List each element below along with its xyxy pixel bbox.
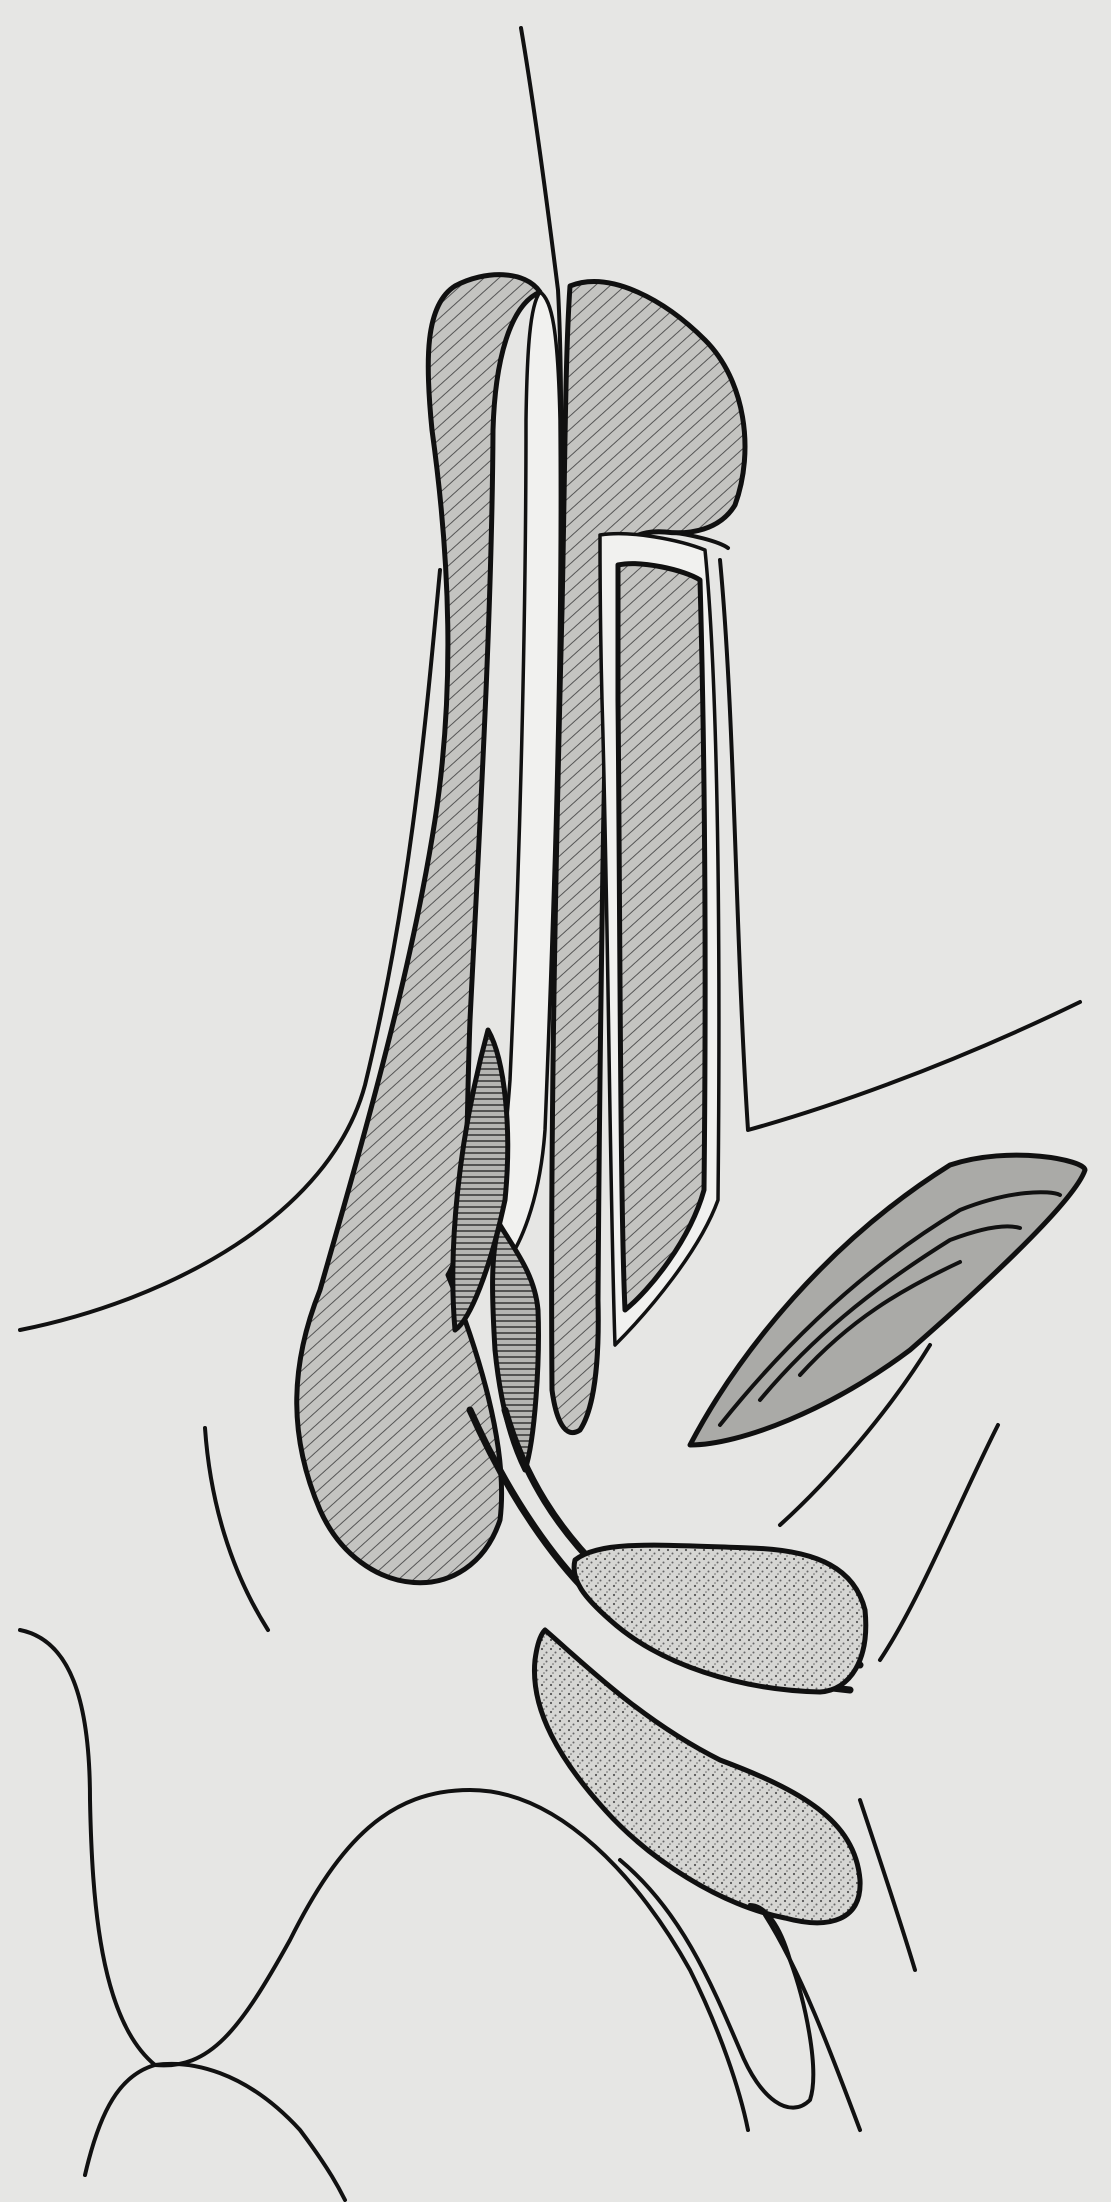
upper-stippled-gland: [574, 1545, 866, 1692]
bottom-right-contour: [155, 2064, 345, 2200]
right-shaft-core: [618, 564, 705, 1310]
left-lower-curve: [205, 1428, 268, 1630]
right-body-contour: [720, 560, 1080, 1130]
far-right-line: [860, 1800, 915, 1970]
bottom-left-contour: [20, 1630, 155, 2175]
right-lower-contour: [880, 1425, 998, 1660]
